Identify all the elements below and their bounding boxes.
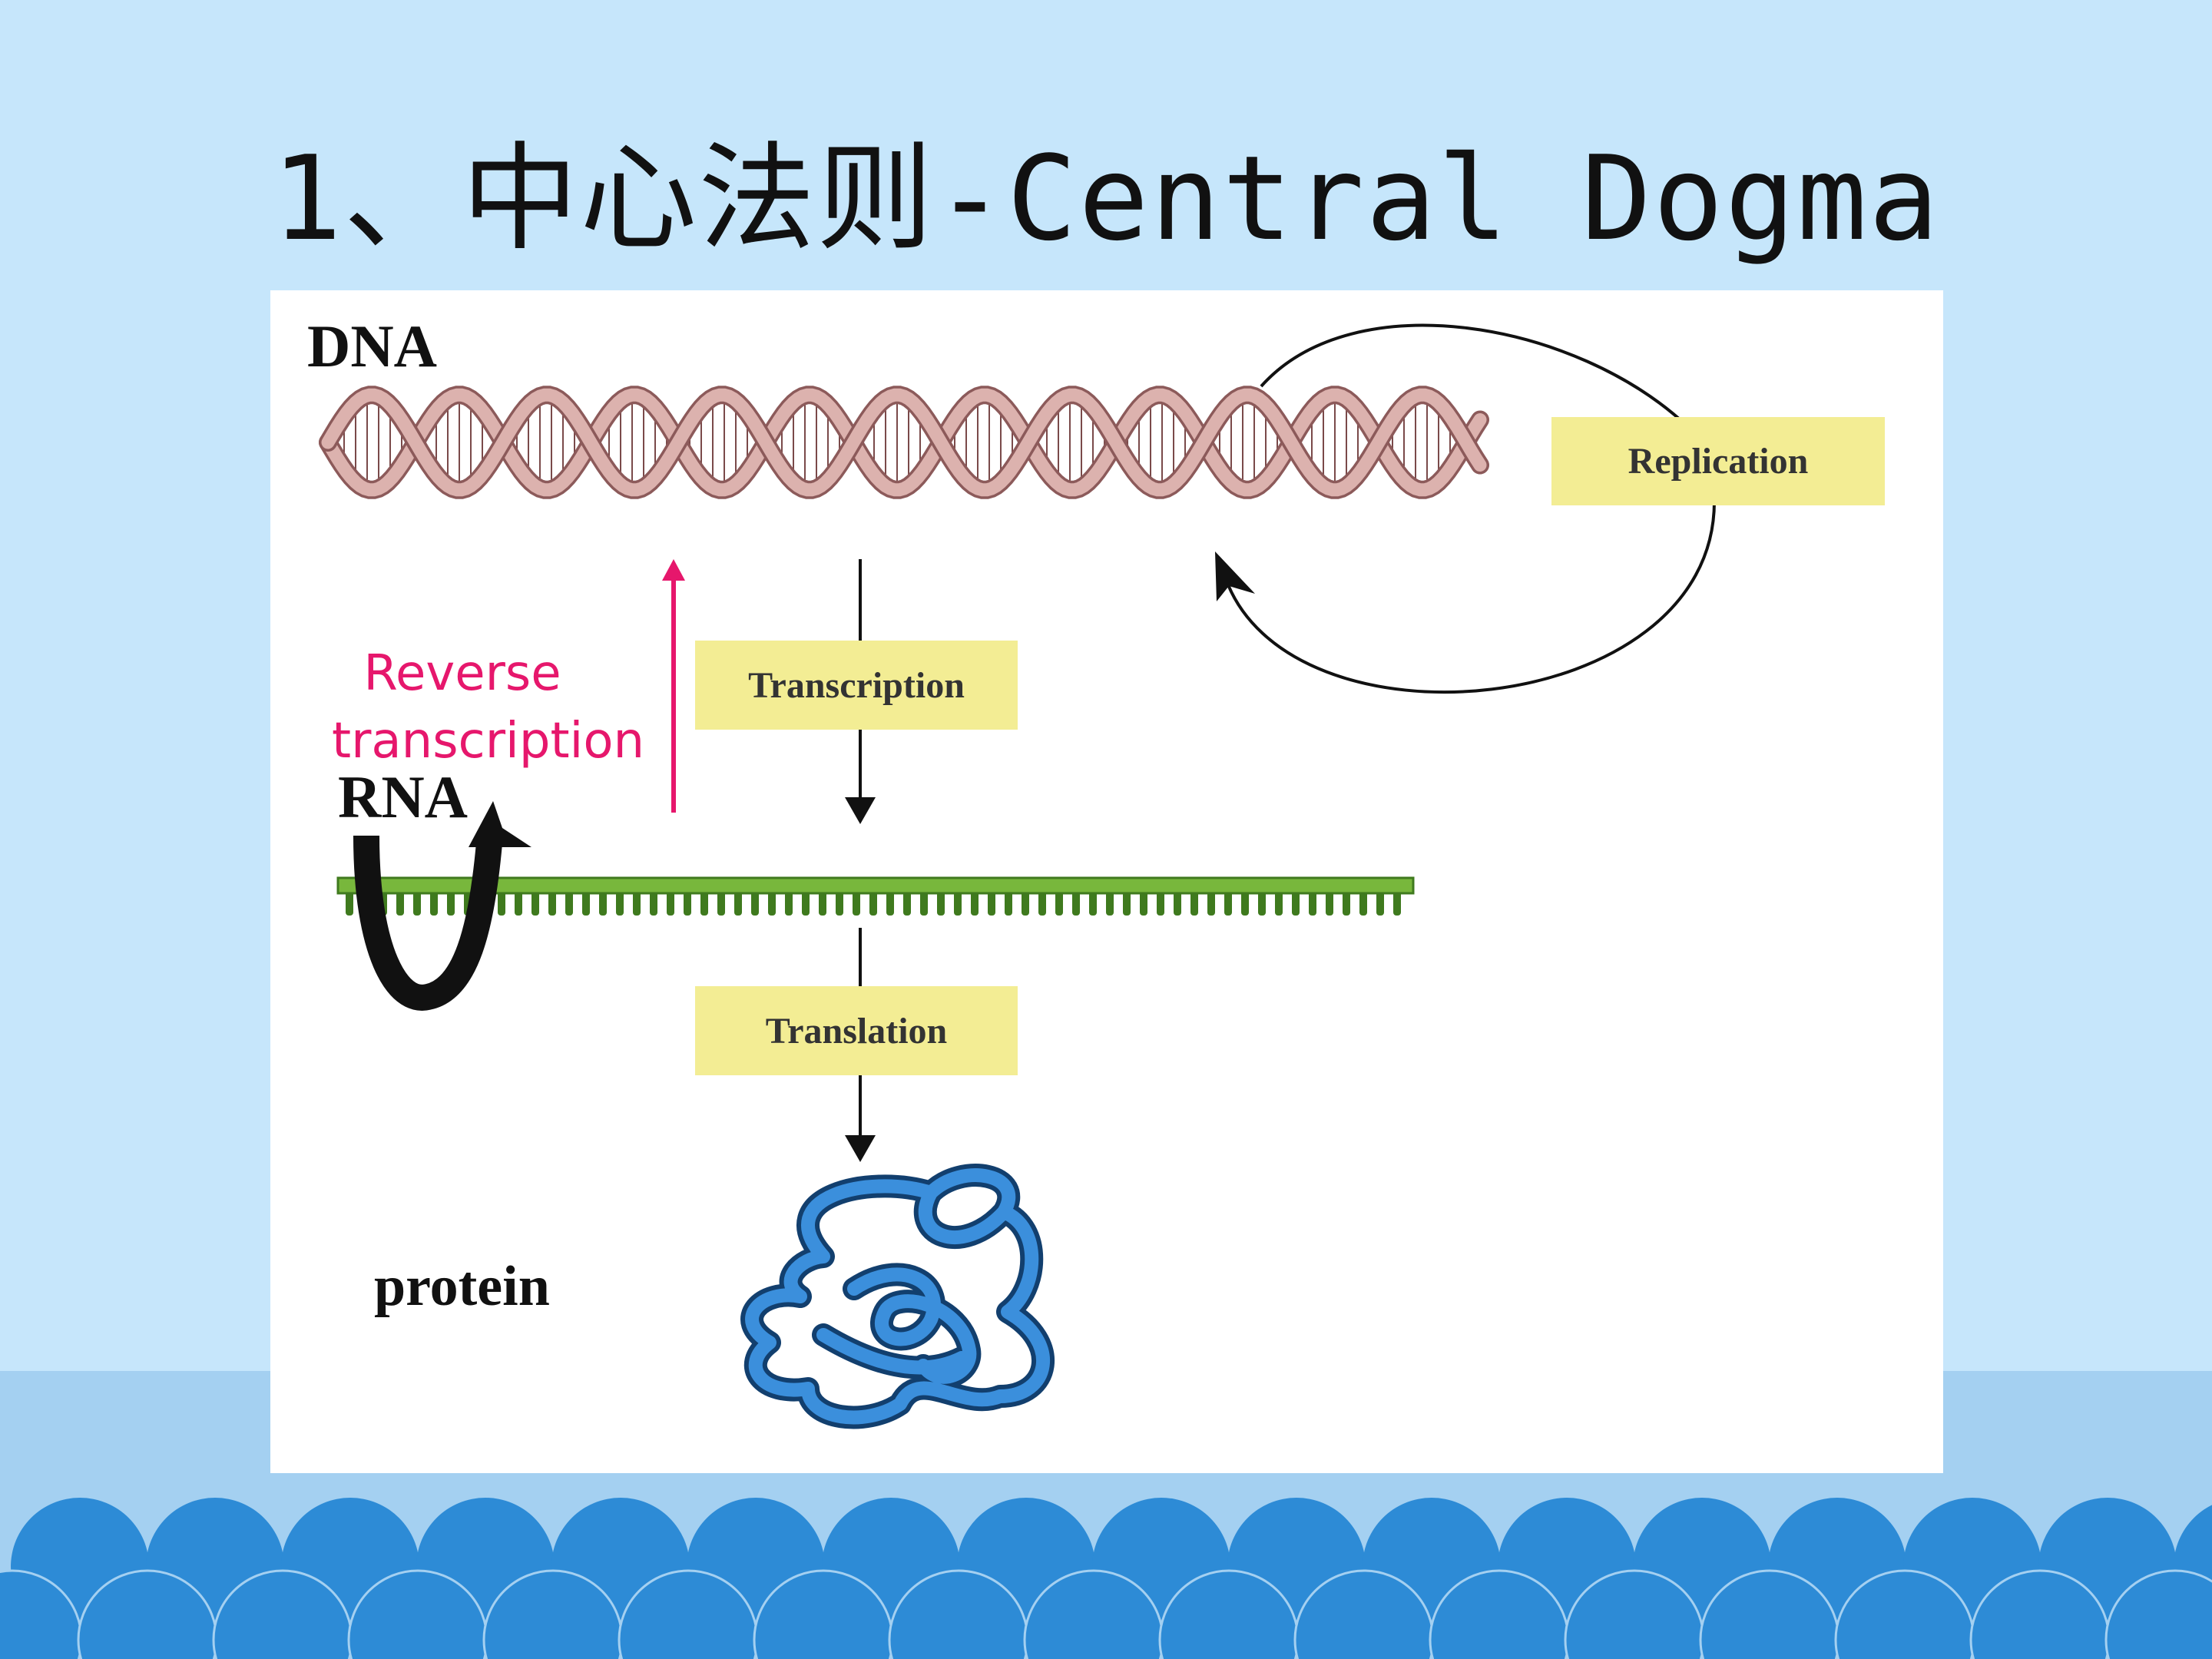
- translation-arrowhead-icon: [845, 1135, 876, 1162]
- transcription-arrowhead-icon: [845, 797, 876, 824]
- replication-arrowhead-icon: [1215, 551, 1255, 601]
- reverse-transcription-label: Reverse transcription: [332, 640, 645, 775]
- diagram-panel: DNA RNA protein Replication Transcriptio…: [270, 290, 1943, 1473]
- replication-cycle-arrow: [1223, 323, 1716, 694]
- protein-label: protein: [374, 1255, 550, 1318]
- rna-replication-loop-arrow: [353, 801, 531, 1011]
- dna-helix: [319, 386, 1489, 499]
- rna-label: RNA: [338, 763, 468, 830]
- slide-title: 1、中心法则-Central Dogma: [271, 131, 1941, 267]
- reverse-transcription-arrowhead-icon: [662, 559, 685, 581]
- transcription-label: Transcription: [695, 641, 1018, 730]
- reverse-label-line1: Reverse: [363, 645, 561, 702]
- translation-label: Translation: [695, 986, 1018, 1075]
- replication-label: Replication: [1551, 417, 1885, 505]
- protein-illustration: [740, 1164, 1055, 1429]
- rna-strand: [336, 876, 1415, 916]
- reverse-label-line2: transcription: [332, 713, 645, 770]
- scallop-decoration: [0, 1498, 2212, 1659]
- dna-label: DNA: [307, 313, 437, 379]
